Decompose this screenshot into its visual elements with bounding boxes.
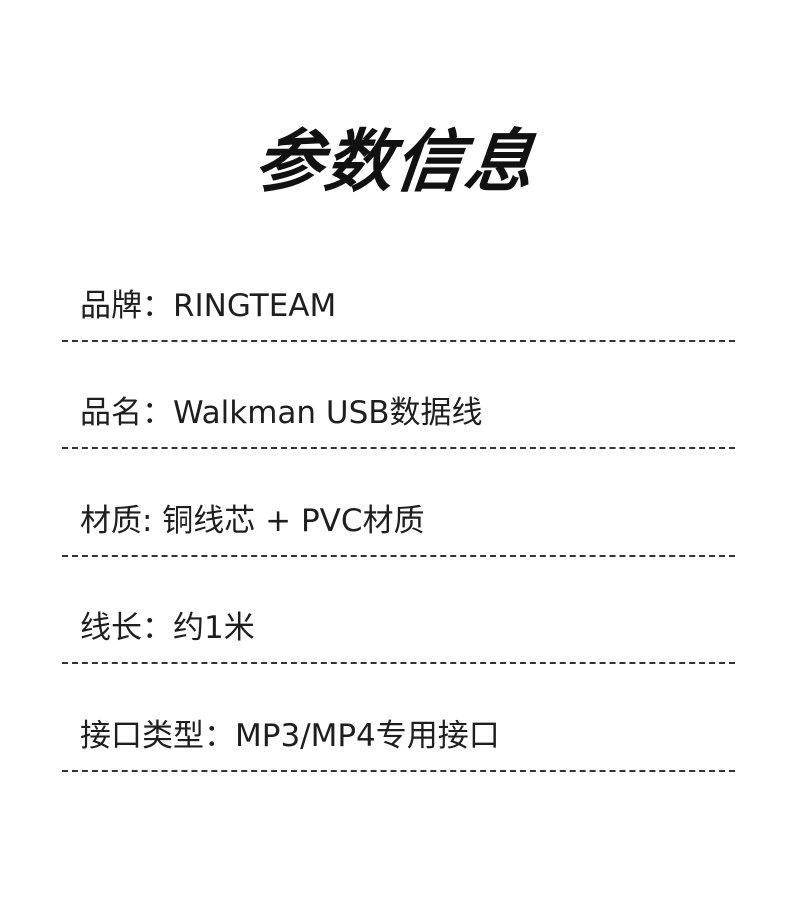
- param-row-length: 线长：约1米: [62, 604, 735, 664]
- dashed-divider: [62, 340, 735, 342]
- param-row-product-name: 品名：Walkman USB数据线: [62, 389, 735, 449]
- param-interface-text: 接口类型：MP3/MP4专用接口: [80, 718, 500, 754]
- param-row-brand: 品牌：RINGTEAM: [62, 282, 735, 342]
- param-length-text: 线长：约1米: [80, 610, 255, 646]
- dashed-divider: [62, 662, 735, 664]
- param-row-material: 材质: 铜线芯 + PVC材质: [62, 497, 735, 557]
- dashed-divider: [62, 555, 735, 557]
- param-material-text: 材质: 铜线芯 + PVC材质: [80, 503, 425, 539]
- param-product-name-text: 品名：Walkman USB数据线: [80, 395, 483, 431]
- param-brand-text: 品牌：RINGTEAM: [80, 288, 337, 324]
- dashed-divider: [62, 770, 735, 772]
- param-row-interface: 接口类型：MP3/MP4专用接口: [62, 712, 735, 772]
- dashed-divider: [62, 447, 735, 449]
